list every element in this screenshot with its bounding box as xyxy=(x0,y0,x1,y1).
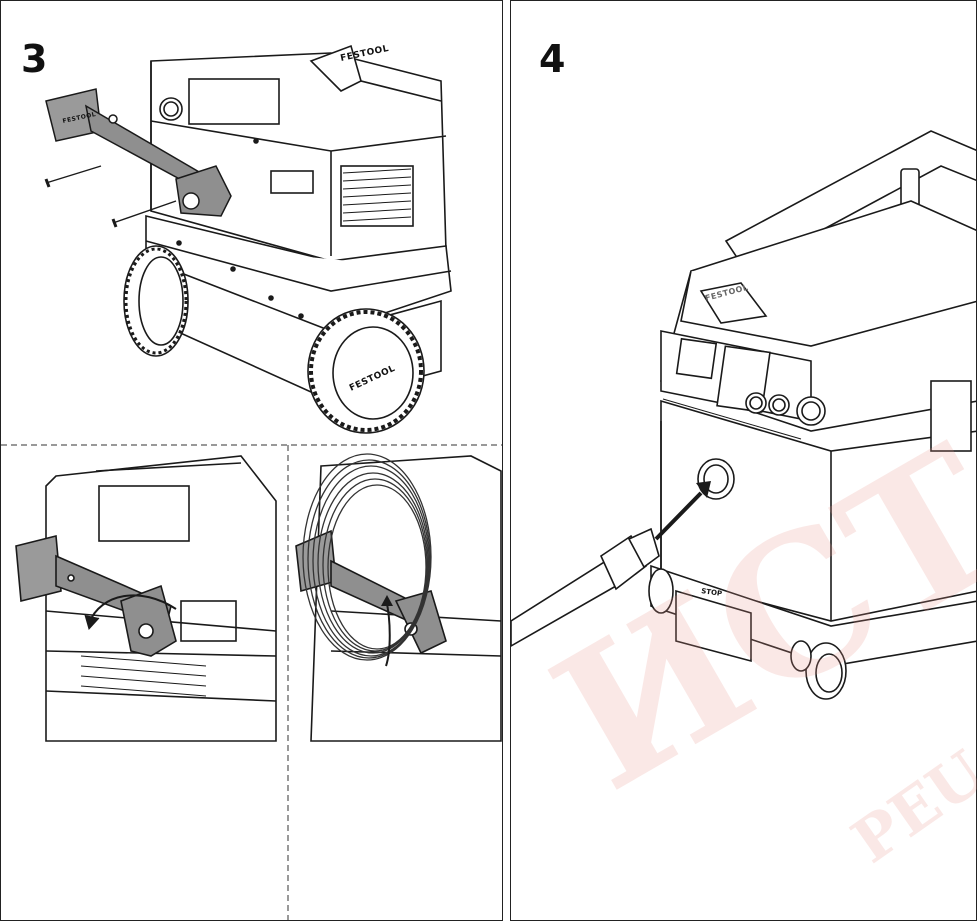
step-3-panel: 3 xyxy=(0,0,503,921)
step-4-panel: 4 xyxy=(510,0,977,921)
step-3-illustration: FESTOOL FESTOOL FESTOOL xyxy=(1,44,502,920)
stop-label: STOP xyxy=(701,587,723,598)
step-4-illustration: FESTOOL STOP xyxy=(511,130,976,700)
step-3-number: 3 xyxy=(21,37,48,81)
step-4-number: 4 xyxy=(539,37,566,81)
screws xyxy=(44,165,177,228)
cable-coil xyxy=(302,453,432,661)
vacuum-full xyxy=(648,130,976,700)
insert-arrow xyxy=(654,481,711,541)
handle-bracket xyxy=(45,88,232,217)
vacuum-fold-view xyxy=(15,455,277,742)
vacuum-top-view xyxy=(123,44,452,434)
vacuum-cable-view xyxy=(295,455,502,742)
rotate-arrow-left xyxy=(88,594,177,624)
suction-hose xyxy=(511,527,660,647)
